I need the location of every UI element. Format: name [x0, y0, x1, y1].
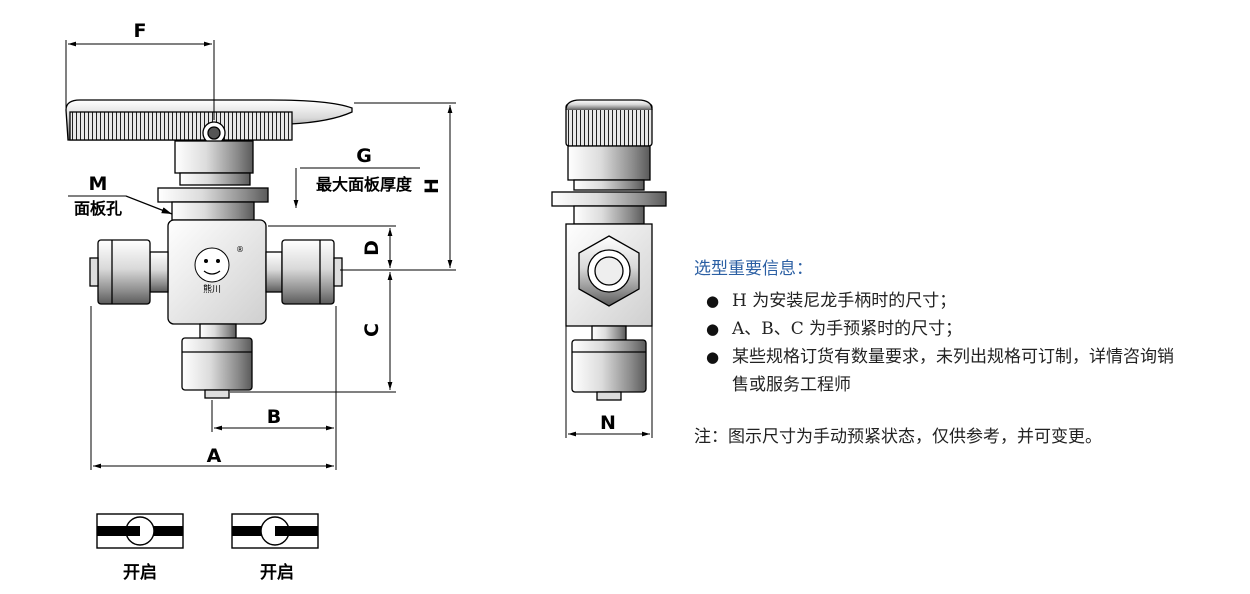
position-symbol-1 [96, 513, 184, 549]
dim-g: G [356, 145, 372, 167]
side-view [551, 99, 667, 401]
position-label-2: 开启 [260, 562, 294, 583]
info-list: ●H 为安装尼龙手柄时的尺寸； ●A、B、C 为手预紧时的尺寸； ●某些规格订货… [694, 287, 1214, 399]
registered-mark: ® [236, 245, 244, 254]
info-item: ●H 为安装尼龙手柄时的尺寸； [706, 287, 1214, 315]
brand-text: 熊川 [203, 283, 221, 295]
info-item: ●A、B、C 为手预紧时的尺寸； [706, 315, 1214, 343]
dim-h: H [421, 178, 443, 194]
info-title: 选型重要信息： [694, 259, 813, 279]
dim-c: C [361, 323, 383, 337]
position-label-1: 开启 [123, 562, 157, 583]
dim-f: F [134, 20, 147, 42]
brand-logo: 熊川 ® [194, 245, 244, 295]
bullet-icon: ● [706, 348, 720, 366]
side-panel-nut [551, 191, 667, 207]
side-dimension [565, 326, 653, 438]
dim-a: A [207, 445, 222, 467]
bullet-icon: ● [706, 320, 720, 338]
bullet-icon: ● [706, 292, 720, 310]
position-symbol-2 [231, 513, 319, 549]
dim-m: M [89, 173, 108, 195]
dim-d: D [361, 240, 383, 256]
info-item: ●某些规格订货有数量要求，未列出规格可订制，详情咨询销售或服务工程师 [706, 343, 1188, 399]
dim-n: N [600, 412, 616, 434]
dimension-lines [65, 40, 456, 470]
panel-nut [157, 187, 269, 203]
dim-b: B [267, 406, 281, 428]
dim-m-desc: 面板孔 [74, 199, 122, 218]
selection-info: 选型重要信息： ●H 为安装尼龙手柄时的尺寸； ●A、B、C 为手预紧时的尺寸；… [694, 255, 1214, 452]
note-text: 注：图示尺寸为手动预紧状态，仅供参考，并可变更。 [694, 427, 1102, 447]
dim-g-desc: 最大面板厚度 [316, 175, 413, 194]
